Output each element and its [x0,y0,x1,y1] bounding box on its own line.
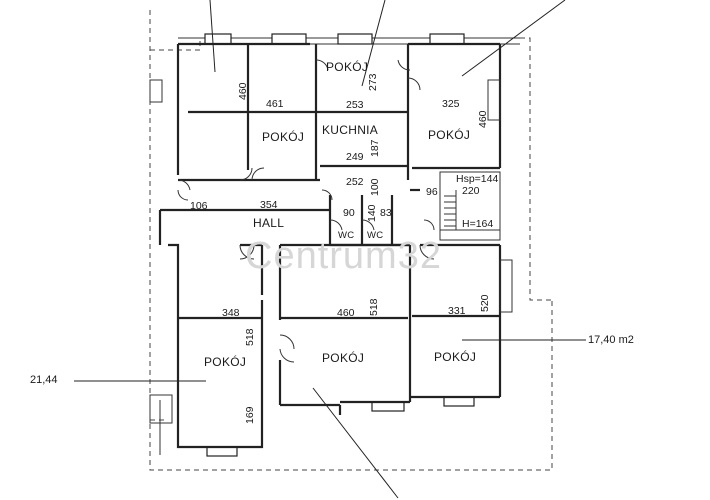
dimension-220: 220 [462,185,480,197]
room-label-pokoj-bottom-right: POKÓJ [434,349,476,364]
dimension-90: 90 [343,207,355,219]
dimension-253: 253 [346,99,364,111]
dimension-83: 83 [380,207,392,219]
dimension-187: 187 [369,139,381,157]
watermark: Centrum32 [245,235,442,277]
dashed-boundary [149,10,553,471]
door-swings [177,59,435,363]
room-label-pokoj-top-left: POKÓJ [262,129,304,144]
dimension-169: 169 [244,406,256,424]
area-annotations: 17,40 m2 21,44 [30,334,634,386]
room-label-wc-2: WC [367,230,383,241]
room-label-hall: HALL [253,216,284,230]
dimension-140: 140 [366,204,378,222]
room-label-pokoj-top-right: POKÓJ [428,127,470,142]
dimension-461: 461 [266,98,284,110]
area-annotation-left: 21,44 [30,374,58,386]
dimension-331: 331 [448,305,466,317]
dimension-96: 96 [426,186,438,198]
room-labels: POKÓJ POKÓJ KUCHNIA POKÓJ HALL WC WC POK… [204,59,476,369]
dimension-518-mid: 518 [368,298,380,316]
walls [149,42,513,449]
dimension-460-right: 460 [477,110,489,128]
dimension-labels: 460 461 253 273 325 460 249 187 252 100 … [190,73,491,424]
top-windows [204,33,465,45]
stair-treads [444,190,457,230]
room-label-pokoj-bottom-left: POKÓJ [204,354,246,369]
dimension-325: 325 [442,98,460,110]
leader-lines [74,0,586,499]
stair-label-hsp: Hsp=144 [456,173,498,185]
dimension-252: 252 [346,176,364,188]
dimension-100: 100 [369,178,381,196]
stair-label-h: H=164 [462,218,493,230]
area-annotation-right: 17,40 m2 [588,334,634,346]
stair-labels: Hsp=144 H=164 [456,173,498,230]
room-label-pokoj-bottom-middle: POKÓJ [322,350,364,365]
dimension-348: 348 [222,307,240,319]
dimension-354: 354 [260,199,278,211]
room-label-pokoj-small-top: POKÓJ [326,59,368,74]
dimension-106: 106 [190,200,208,212]
dimension-249: 249 [346,151,364,163]
dimension-460-left: 460 [237,82,249,100]
room-label-kuchnia: KUCHNIA [322,123,378,137]
dimension-520: 520 [479,294,491,312]
room-label-wc-1: WC [338,230,354,241]
dimension-460-bottom: 460 [337,307,355,319]
dimension-273: 273 [367,73,379,91]
dimension-518-left: 518 [244,328,256,346]
